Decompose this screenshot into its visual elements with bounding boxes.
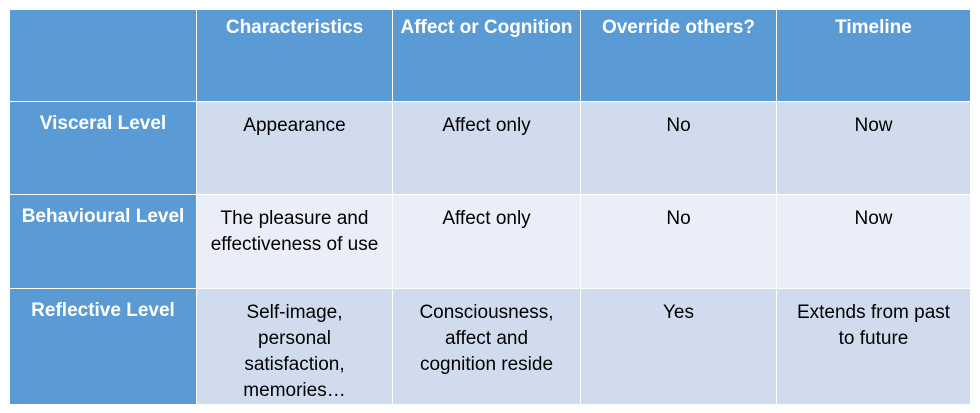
header-row: Characteristics Affect or Cognition Over… (9, 9, 971, 102)
header-characteristics: Characteristics (196, 9, 393, 102)
cell-line: Extends from past (796, 302, 951, 323)
row-header-reflective: Reflective Level (9, 288, 197, 405)
table-row-reflective: Reflective Level Self-image, personal sa… (9, 288, 971, 405)
table-row-visceral: Visceral Level Appearance Affect only No… (9, 101, 971, 195)
header-override-others: Override others? (580, 9, 777, 102)
corner-header-cell (9, 9, 197, 102)
cell-line: Self-image, (246, 302, 343, 323)
row-header-visceral: Visceral Level (9, 101, 197, 195)
row-header-behavioural: Behavioural Level (9, 194, 197, 289)
cell-line: No (666, 115, 691, 136)
cell-line: personal (258, 328, 331, 349)
cell-characteristics: Appearance (196, 101, 393, 195)
cell-timeline: Now (776, 101, 971, 195)
table-row-behavioural: Behavioural Level The pleasure and effec… (9, 194, 971, 289)
cell-affect: Affect only (392, 194, 581, 289)
cell-affect: Consciousness, affect and cognition resi… (392, 288, 581, 405)
cell-line: Affect only (442, 115, 531, 136)
header-timeline: Timeline (776, 9, 971, 102)
cell-override: No (580, 101, 777, 195)
cell-line: cognition reside (419, 354, 554, 375)
cell-timeline: Extends from past to future (776, 288, 971, 405)
cell-line: Now (854, 208, 893, 229)
cell-line: to future (838, 328, 909, 349)
cell-timeline: Now (776, 194, 971, 289)
cell-line: satisfaction, (244, 354, 345, 375)
cell-characteristics: The pleasure and effectiveness of use (196, 194, 393, 289)
cell-override: Yes (580, 288, 777, 405)
cell-line: Affect only (442, 208, 531, 229)
cell-line: Yes (663, 302, 694, 323)
cell-characteristics: Self-image, personal satisfaction, memor… (196, 288, 393, 405)
cell-line: Now (854, 115, 893, 136)
cell-override: No (580, 194, 777, 289)
cell-line: Appearance (243, 115, 346, 136)
cell-line: The pleasure and (220, 208, 369, 229)
cell-line: Consciousness, (419, 302, 554, 323)
header-affect-or-cognition: Affect or Cognition (392, 9, 581, 102)
cell-line: memories… (243, 380, 346, 401)
cell-line: No (666, 208, 691, 229)
emotional-design-levels-table: Characteristics Affect or Cognition Over… (9, 9, 971, 405)
cell-line: effectiveness of use (210, 234, 379, 255)
cell-line: affect and (444, 328, 529, 349)
cell-affect: Affect only (392, 101, 581, 195)
